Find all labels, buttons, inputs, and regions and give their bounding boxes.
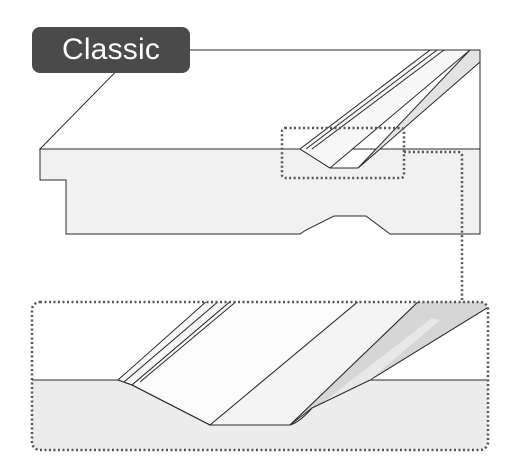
board-profile — [38, 49, 481, 300]
profile-name-badge: Classic — [32, 27, 190, 73]
detail-right-bevel — [289, 302, 488, 426]
groove-edge-line-2 — [311, 49, 445, 150]
detail-edge-1 — [123, 302, 221, 383]
board-front-profile — [39, 148, 481, 235]
detail-v-profile — [117, 379, 371, 426]
profile-name-label: Classic — [61, 33, 161, 66]
detail-edge-2 — [139, 302, 239, 383]
groove-edge-line — [305, 49, 438, 150]
groove-right-bevel — [357, 49, 481, 169]
detail-highlight-box — [280, 126, 406, 180]
groove-detail — [30, 300, 490, 452]
detail-connector-line — [404, 150, 464, 300]
detail-frame — [30, 300, 490, 452]
detail-board-face — [32, 380, 488, 450]
detail-right-bevel-light — [300, 318, 440, 420]
